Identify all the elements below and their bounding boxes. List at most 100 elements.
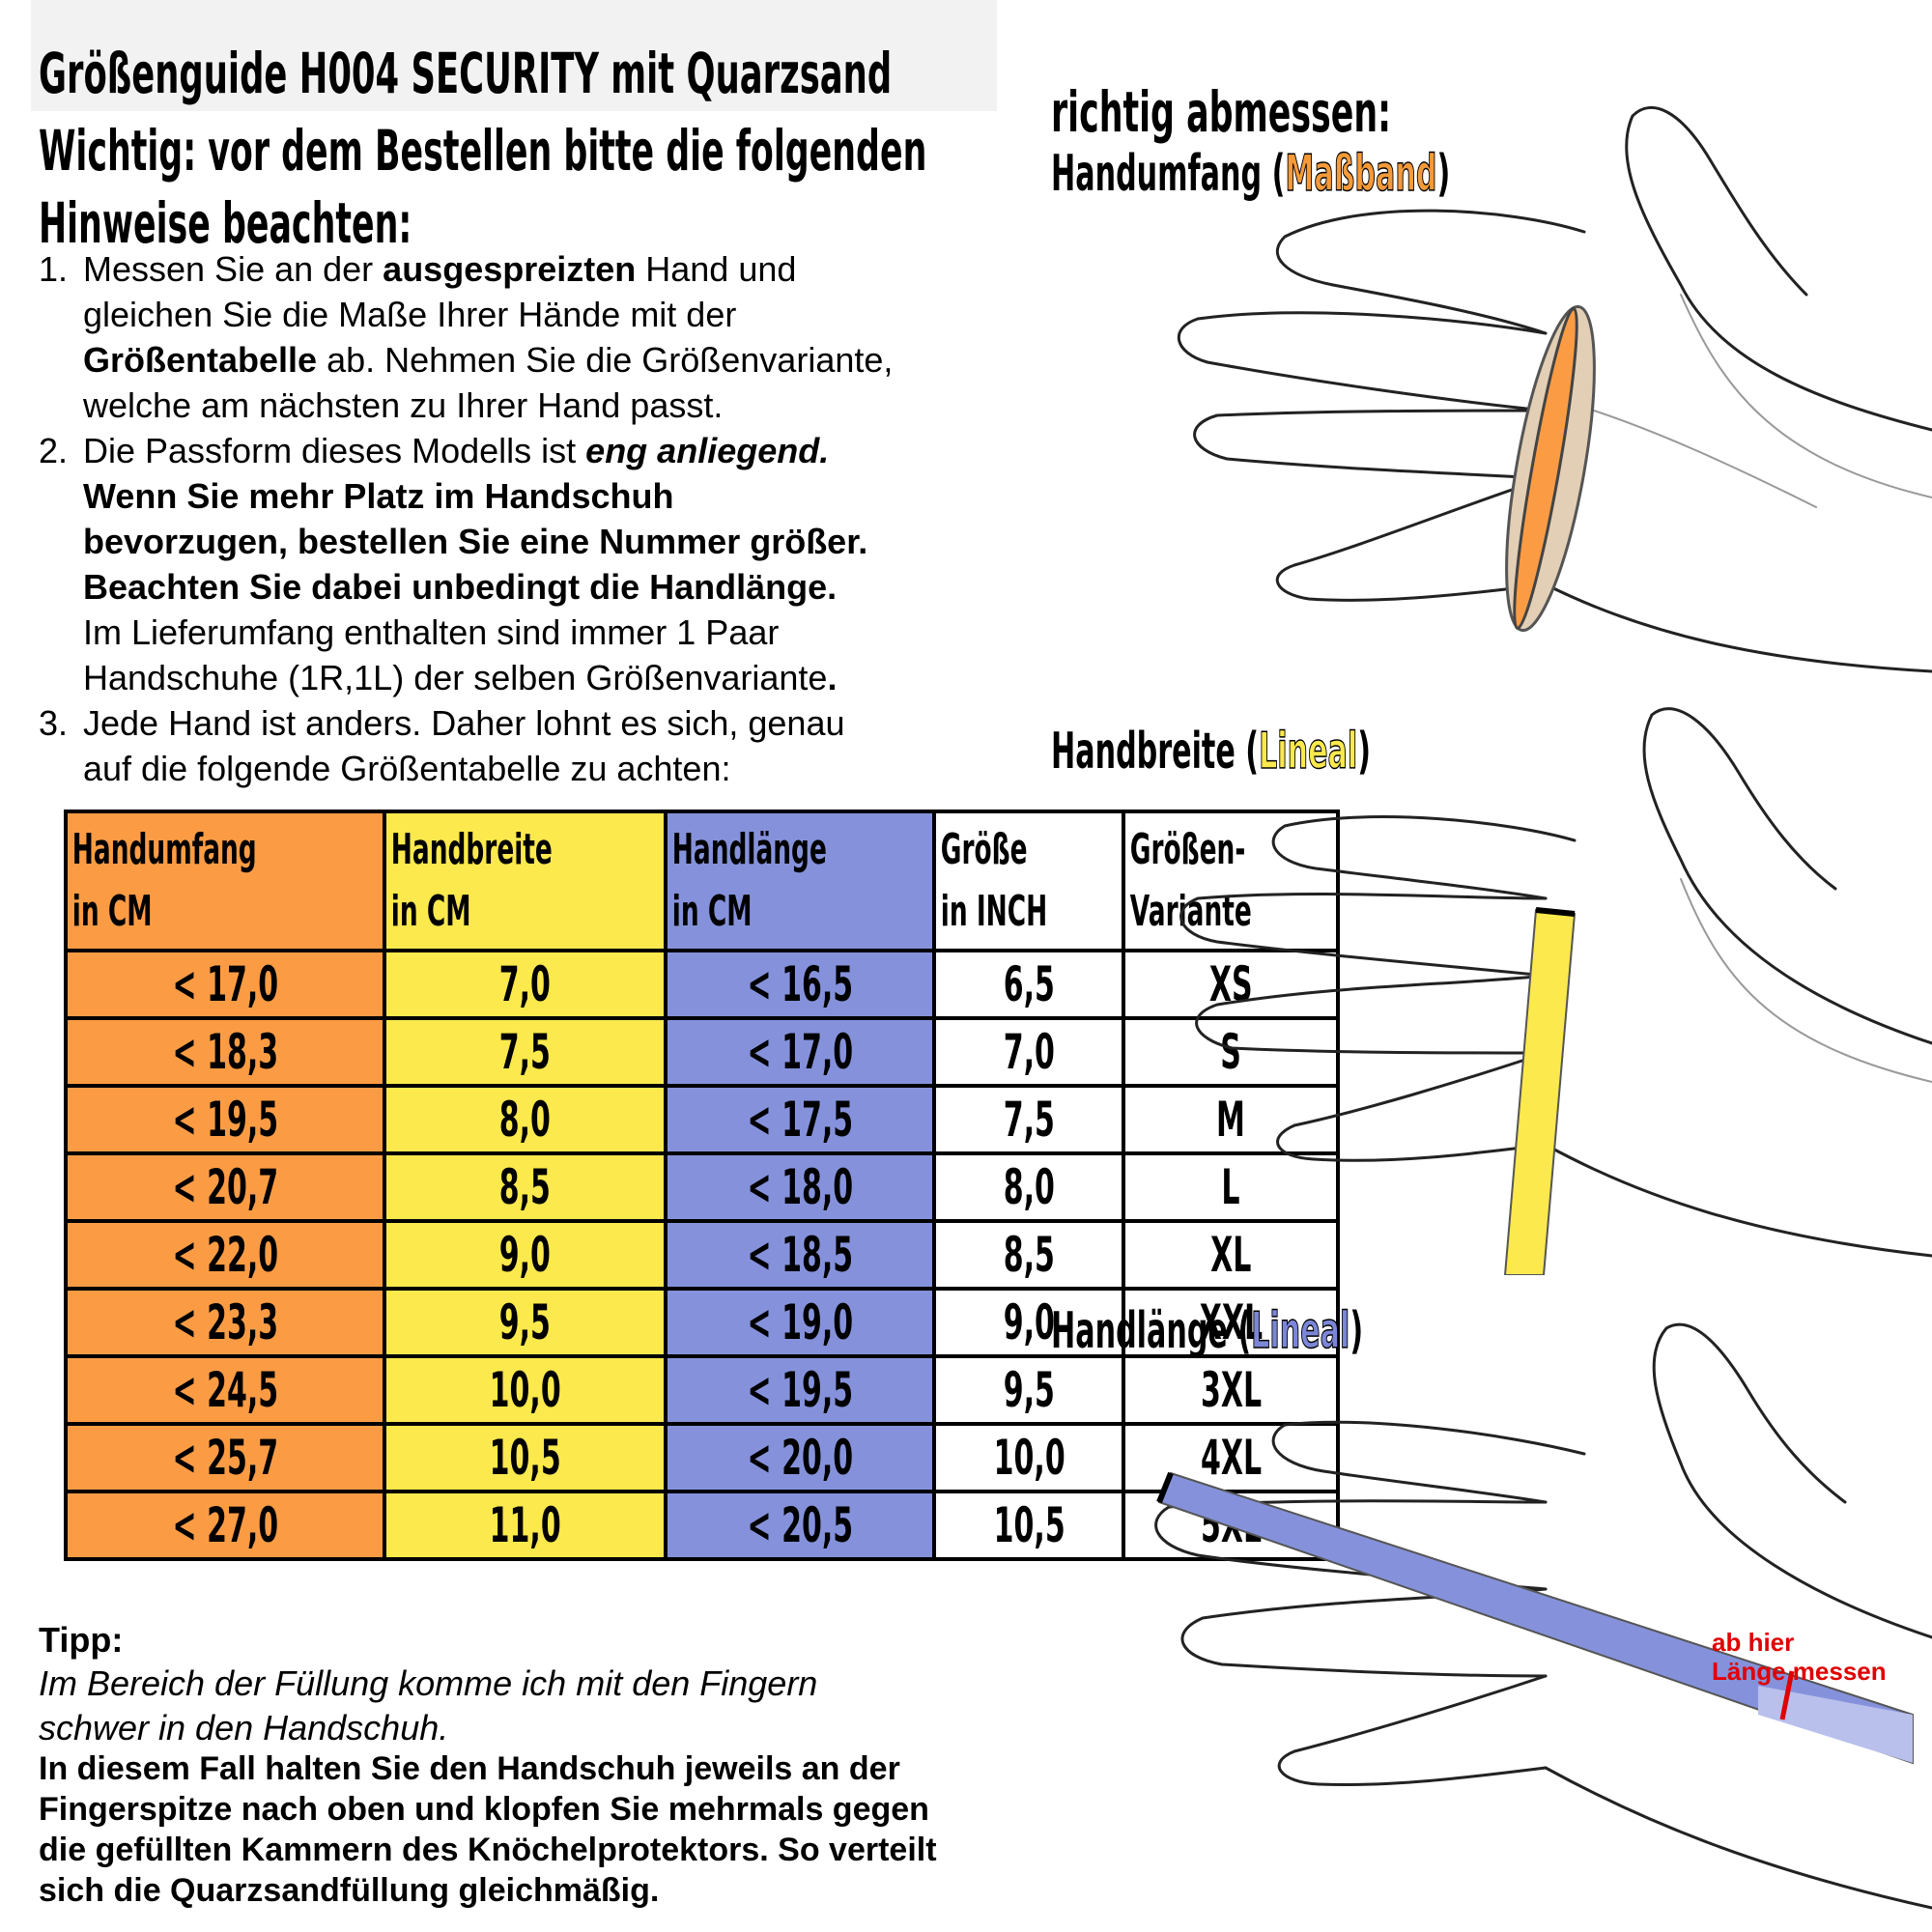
tool-name: Maßband <box>1285 144 1437 204</box>
note-line: ab hier <box>1712 1628 1795 1657</box>
hint-2-line-5: Im Lieferumfang enthalten sind immer 1 P… <box>83 610 1043 655</box>
cell-value: < 23,3 <box>172 1294 278 1350</box>
tool-name: Lineal <box>1259 722 1358 781</box>
cell-value: < 20,5 <box>747 1497 853 1553</box>
table-cell: 7,0 <box>383 949 668 1020</box>
header-line: in CM <box>390 887 471 936</box>
cell-value: 7,0 <box>1003 1024 1055 1080</box>
text: Jede Hand ist anders. Daher lohnt es sic… <box>83 703 845 743</box>
cell-value: 8,0 <box>498 1092 551 1148</box>
table-cell: 7,0 <box>932 1016 1126 1088</box>
cell-value: M <box>1216 1092 1246 1148</box>
hint-number: 3. <box>39 703 69 743</box>
table-cell: < 27,0 <box>63 1490 387 1561</box>
hand-ruler-width-illustration <box>1179 707 1932 1275</box>
hint-1-line-1: Messen Sie an der ausgespreizten Hand un… <box>83 246 1043 292</box>
table-cell: XXL <box>1122 1287 1341 1358</box>
cell-value: < 27,0 <box>172 1497 278 1553</box>
text: gleichen Sie die Maße Ihrer Hände mit de… <box>83 295 737 334</box>
header-line: Größe <box>941 825 1028 874</box>
hint-1: 1. Messen Sie an der ausgespreizten Hand… <box>39 246 1043 428</box>
header-line: Handlänge <box>671 825 827 874</box>
cell-value: 4XL <box>1200 1430 1262 1486</box>
label-handlaenge: Handlänge (Lineal) <box>1051 1301 1364 1361</box>
text: Hand und <box>636 249 797 289</box>
subtitle-line-2: Hinweise beachten: <box>39 190 412 256</box>
cell-value: 9,5 <box>1003 1362 1055 1418</box>
measure-start-note: ab hier Länge messen <box>1712 1628 1887 1686</box>
text: ab. Nehmen Sie die Größenvariante, <box>317 340 894 380</box>
table-cell: M <box>1122 1084 1341 1155</box>
table-cell: 8,0 <box>383 1084 668 1155</box>
table-cell: 8,0 <box>932 1151 1126 1223</box>
cell-value: < 24,5 <box>172 1362 278 1418</box>
text: Im Lieferumfang enthalten sind immer 1 P… <box>83 612 780 652</box>
hint-1-line-4: welche am nächsten zu Ihrer Hand passt. <box>83 383 1043 428</box>
table-cell: 8,5 <box>932 1219 1126 1291</box>
cell-value: < 17,0 <box>172 956 278 1012</box>
cell-value: < 17,0 <box>747 1024 853 1080</box>
hint-1-line-2: gleichen Sie die Maße Ihrer Hände mit de… <box>83 292 1043 337</box>
label-handumfang: Handumfang (Maßband) <box>1051 144 1450 204</box>
cell-value: 3XL <box>1200 1362 1262 1418</box>
cell-value: S <box>1220 1024 1242 1080</box>
table-cell: < 18,5 <box>663 1219 937 1291</box>
text: Die Passform dieses Modells ist <box>83 431 586 470</box>
table-cell: 9,5 <box>383 1287 668 1358</box>
table-cell: 3XL <box>1122 1354 1341 1426</box>
table-cell: < 19,0 <box>663 1287 937 1358</box>
header-line: in CM <box>71 887 153 936</box>
label-text: Handumfang ( <box>1051 145 1286 203</box>
hint-3: 3. Jede Hand ist anders. Daher lohnt es … <box>39 700 1043 791</box>
cell-value: 9,0 <box>498 1227 551 1283</box>
tip-line: In diesem Fall halten Sie den Handschuh … <box>39 1750 900 1787</box>
hint-3-line-2: auf die folgende Größentabelle zu achten… <box>83 746 1043 791</box>
tip-bold-text: In diesem Fall halten Sie den Handschuh … <box>39 1748 1082 1911</box>
table-cell: 9,0 <box>383 1219 668 1291</box>
cell-value: 9,5 <box>498 1294 551 1350</box>
hint-list: 1. Messen Sie an der ausgespreizten Hand… <box>39 246 1043 791</box>
cell-value: < 20,0 <box>747 1430 853 1486</box>
table-cell: 7,5 <box>932 1084 1126 1155</box>
cell-value: 10,0 <box>993 1430 1065 1486</box>
table-cell: 9,5 <box>932 1354 1126 1426</box>
table-cell: < 22,0 <box>63 1219 387 1291</box>
cell-value: 10,0 <box>489 1362 561 1418</box>
table-cell: < 18,0 <box>663 1151 937 1223</box>
text: Messen Sie an der <box>83 249 384 289</box>
cell-value: 7,5 <box>1003 1092 1055 1148</box>
text-bold: bevorzugen, bestellen Sie eine Nummer gr… <box>83 522 868 561</box>
cell-value: < 17,5 <box>747 1092 853 1148</box>
cell-value: 7,0 <box>498 956 551 1012</box>
hint-number: 1. <box>39 249 69 289</box>
table-cell: < 16,5 <box>663 949 937 1020</box>
table-cell: < 20,5 <box>663 1490 937 1561</box>
table-cell: 4XL <box>1122 1422 1341 1493</box>
cell-value: < 22,0 <box>172 1227 278 1283</box>
text-bold: Größentabelle <box>83 340 318 380</box>
cell-value: < 16,5 <box>747 956 853 1012</box>
table-cell: 10,5 <box>383 1422 668 1493</box>
table-cell: < 23,3 <box>63 1287 387 1358</box>
cell-value: < 19,5 <box>172 1092 278 1148</box>
cell-value: < 18,5 <box>747 1227 853 1283</box>
text: auf die folgende Größentabelle zu achten… <box>83 749 731 788</box>
table-cell: < 17,0 <box>663 1016 937 1088</box>
text-bold: Beachten Sie dabei unbedingt die Handlän… <box>83 567 838 607</box>
table-row: < 24,5 10,0 < 19,5 9,5 3XL <box>63 1354 1341 1426</box>
table-cell: < 19,5 <box>663 1354 937 1426</box>
label-text: ) <box>1350 1302 1364 1360</box>
text: Handschuhe (1R,1L) der selben Größenvari… <box>83 658 828 697</box>
hint-2-line-6: Handschuhe (1R,1L) der selben Größenvari… <box>83 655 1043 700</box>
cell-value: < 19,0 <box>747 1294 853 1350</box>
hint-2-line-1: Die Passform dieses Modells ist eng anli… <box>83 428 1043 473</box>
text-bold: Wenn Sie mehr Platz im Handschuh <box>83 476 674 516</box>
table-cell: < 25,7 <box>63 1422 387 1493</box>
measure-heading: richtig abmessen: <box>1051 79 1392 145</box>
